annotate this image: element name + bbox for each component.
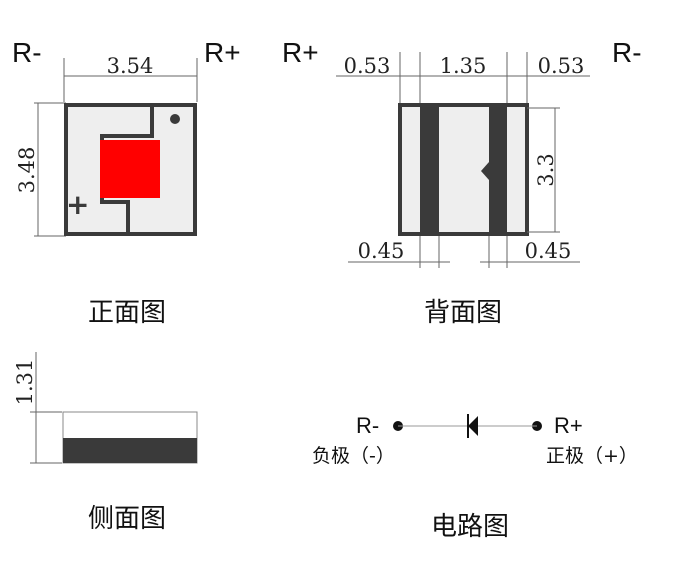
back-pad-right <box>489 107 507 232</box>
side-view-caption: 侧面图 <box>88 504 166 534</box>
front-height-dim: 3.48 <box>15 147 39 194</box>
side-height-dim: 1.31 <box>13 359 37 406</box>
side-package-base <box>63 438 197 463</box>
circuit-right-polarity: 正极（+） <box>546 445 638 467</box>
front-plus-mark: + <box>66 188 89 221</box>
back-top-dim-mid: 1.35 <box>440 54 487 78</box>
orientation-dot <box>170 114 180 124</box>
back-top-dim-right: 0.53 <box>538 54 585 78</box>
side-view: 1.31 侧面图 <box>13 352 198 534</box>
circuit-diagram: R- R+ 负极（-） 正极（+） 电路图 <box>312 413 638 542</box>
circuit-left-polarity: 负极（-） <box>312 445 395 467</box>
back-height-dim: 3.3 <box>534 153 558 186</box>
back-view: R+ R- 0.53 1.35 0.53 3.3 0.45 0.45 背面图 <box>282 37 642 328</box>
back-bottom-dim-left: 0.45 <box>358 239 405 263</box>
front-left-label: R- <box>12 37 42 68</box>
front-trace <box>100 107 154 232</box>
back-bottom-dim-right: 0.45 <box>525 239 572 263</box>
front-view: R- R+ 3.54 3.48 + 正面图 <box>12 37 241 328</box>
back-top-dim-left: 0.53 <box>344 54 391 78</box>
front-right-label: R+ <box>204 37 241 68</box>
back-view-caption: 背面图 <box>424 298 502 328</box>
back-pad-left <box>420 107 439 232</box>
back-right-label: R- <box>612 37 642 68</box>
circuit-right-label: R+ <box>554 413 583 438</box>
front-view-caption: 正面图 <box>88 298 166 328</box>
circuit-left-label: R- <box>356 413 379 438</box>
back-polarity-notch <box>481 162 489 180</box>
front-width-dim: 3.54 <box>107 54 154 78</box>
back-left-label: R+ <box>282 37 319 68</box>
circuit-caption: 电路图 <box>431 512 509 542</box>
diode-triangle-icon <box>468 416 478 436</box>
led-chip <box>100 140 160 198</box>
